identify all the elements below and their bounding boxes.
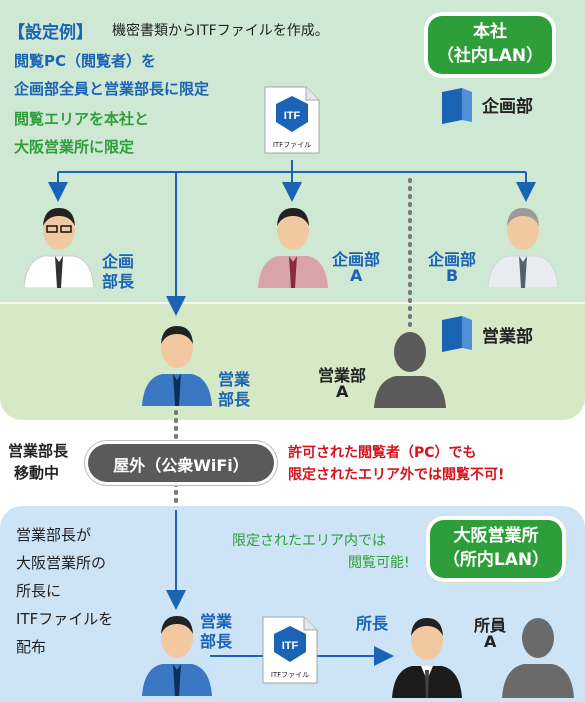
itf-logo-text: ITF [284, 110, 301, 122]
person-shocho-icon [392, 618, 462, 698]
label-eigyo-a-2: A [336, 382, 349, 401]
outdoor-left-line1: 営業部長 [8, 442, 69, 460]
itf-caption-2: ITFファイル [271, 671, 309, 679]
example-tag: 【設定例】 [8, 23, 93, 43]
person-eigyo-bucho-icon [142, 326, 212, 406]
osaka-ok-line1: 限定されたエリア内では [232, 533, 386, 549]
outdoor-left-line2: 移動中 [14, 464, 60, 482]
itf-caption: ITFファイル [273, 141, 311, 149]
outdoor-wifi-badge [88, 444, 274, 482]
header-line4: 大阪営業所に限定 [14, 138, 135, 156]
osaka-badge: 大阪営業所 （所内LAN） [430, 520, 562, 578]
label-eigyo-bucho-osaka-1: 営業 [200, 612, 233, 631]
label-eigyo-a-1: 営業部 [318, 366, 367, 385]
label-shoin-a-1: 所員 [474, 616, 507, 635]
osaka-badge-line2: （所内LAN） [442, 550, 550, 570]
person-eigyo-bucho-osaka-icon [142, 616, 212, 696]
person-kikaku-a-icon [258, 208, 328, 288]
dept-eigyo-label: 営業部 [482, 327, 533, 347]
outdoor-wifi-label: 屋外（公衆WiFi） [113, 456, 249, 475]
osaka-left-line4: ITFファイルを [16, 610, 114, 628]
label-kikaku-b-1: 企画部 [428, 250, 477, 269]
folder-icon [442, 316, 472, 352]
header-line3: 閲覧エリアを本社と [14, 110, 150, 128]
itf-file-icon: ITF ITFファイル [264, 86, 320, 154]
label-eigyo-bucho-1: 営業 [218, 370, 251, 389]
label-kikaku-b-2: B [446, 266, 459, 285]
label-kikaku-bucho-2: 部長 [102, 272, 135, 291]
hq-badge-line1: 本社 [473, 22, 507, 42]
label-shocho: 所長 [356, 614, 389, 633]
osaka-left-line5: 配布 [16, 638, 47, 656]
folder-icon [442, 88, 472, 124]
label-kikaku-a-2: A [350, 266, 363, 285]
label-shoin-a-2: A [484, 632, 497, 651]
person-eigyo-a-silhouette-icon [374, 332, 446, 408]
osaka-left-line1: 営業部長が [16, 526, 92, 544]
osaka-left-line3: 所長に [16, 582, 62, 600]
label-eigyo-bucho-2: 部長 [218, 390, 251, 409]
label-kikaku-a-1: 企画部 [332, 250, 381, 269]
label-eigyo-bucho-osaka-2: 部長 [200, 632, 233, 651]
osaka-left-line2: 大阪営業所の [16, 554, 107, 572]
person-kikaku-bucho-icon [23, 208, 95, 288]
osaka-badge-line1: 大阪営業所 [453, 526, 539, 546]
header-line1: 閲覧PC（閲覧者）を [14, 52, 157, 70]
hq-panel-eigyo [0, 302, 585, 420]
dept-kikaku-label: 企画部 [482, 97, 533, 117]
hq-badge: 本社 （社内LAN） [428, 16, 552, 74]
example-text: 機密書類からITFファイルを作成。 [112, 23, 329, 39]
person-shoin-a-silhouette-icon [502, 618, 574, 698]
itf-logo-text-2: ITF [282, 640, 299, 652]
outdoor-warning-line1: 許可された閲覧者（PC）でも [288, 445, 477, 461]
itf-file-icon: ITF ITFファイル [262, 616, 318, 684]
osaka-ok-line2: 閲覧可能! [348, 555, 410, 571]
header-line2: 企画部全員と営業部長に限定 [14, 80, 210, 98]
hq-divider [0, 302, 585, 304]
person-kikaku-b-icon [487, 208, 559, 288]
outdoor-warning-line2: 限定されたエリア外では閲覧不可! [288, 467, 505, 483]
hq-badge-line2: （社内LAN） [436, 46, 544, 66]
label-kikaku-bucho-1: 企画 [102, 252, 135, 271]
